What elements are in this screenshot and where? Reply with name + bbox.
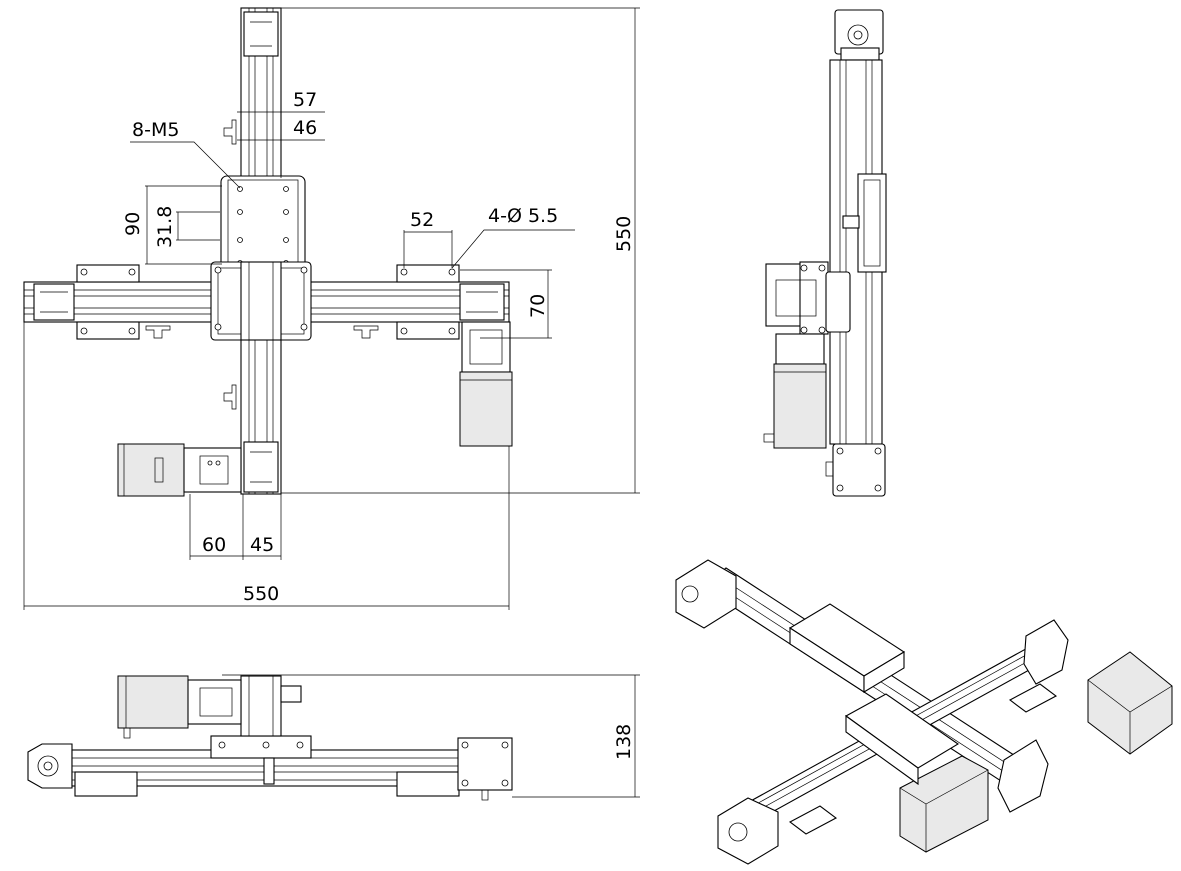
dim-90: 90	[122, 212, 144, 236]
front-foot-right	[396, 771, 460, 797]
y-rail-bottom-end	[243, 441, 279, 493]
dim-52: 52	[410, 209, 434, 231]
x-rail-left-end	[33, 283, 75, 321]
dim-550-vertical: 550	[613, 216, 635, 252]
iso-y-end-top	[675, 559, 737, 629]
y-rail-top-end	[243, 11, 279, 57]
x-motor	[459, 371, 513, 447]
dim-138: 138	[613, 724, 635, 760]
iso-y-end-bottom	[997, 739, 1049, 813]
dim-60: 60	[202, 534, 226, 556]
top-view: 57 46 8-M5 90 31.8 52 4-Ø 5.5 70 550	[23, 7, 640, 610]
front-view: 138	[27, 674, 640, 801]
dim-31-8: 31.8	[154, 206, 176, 248]
dim-46: 46	[293, 117, 317, 139]
iso-x-end-left	[717, 797, 779, 865]
x-rail-right-end	[459, 283, 505, 321]
dim-57: 57	[293, 89, 317, 111]
x-foot-left-bottom	[76, 321, 140, 340]
x-foot-left-top	[76, 264, 140, 283]
dim-70: 70	[527, 294, 549, 318]
y-motor-coupler	[183, 447, 242, 493]
front-y-section	[240, 675, 282, 737]
dim-holes-label: 4-Ø 5.5	[488, 205, 558, 227]
iso-foot-1	[788, 805, 838, 835]
dim-45: 45	[250, 534, 274, 556]
y-motor	[117, 443, 185, 497]
x-foot-right-top	[396, 264, 460, 283]
dim-thread-label: 8-M5	[132, 119, 179, 141]
y-carriage	[220, 175, 306, 275]
front-carriage	[210, 735, 312, 759]
iso-x-end-right	[1023, 619, 1069, 685]
x-foot-right-bottom	[396, 321, 460, 340]
front-motor	[117, 675, 189, 729]
dim-550-horizontal: 550	[243, 583, 279, 605]
side-carriage	[857, 173, 887, 273]
front-motor-coupler	[187, 679, 242, 725]
side-view	[763, 9, 887, 497]
front-foot-left	[74, 771, 138, 797]
iso-foot-2	[1008, 683, 1058, 713]
iso-y-motor	[899, 755, 989, 853]
isometric-view	[675, 559, 1173, 865]
x-motor-coupler	[461, 321, 511, 373]
iso-x-motor	[1087, 651, 1173, 755]
side-motor	[773, 363, 827, 449]
